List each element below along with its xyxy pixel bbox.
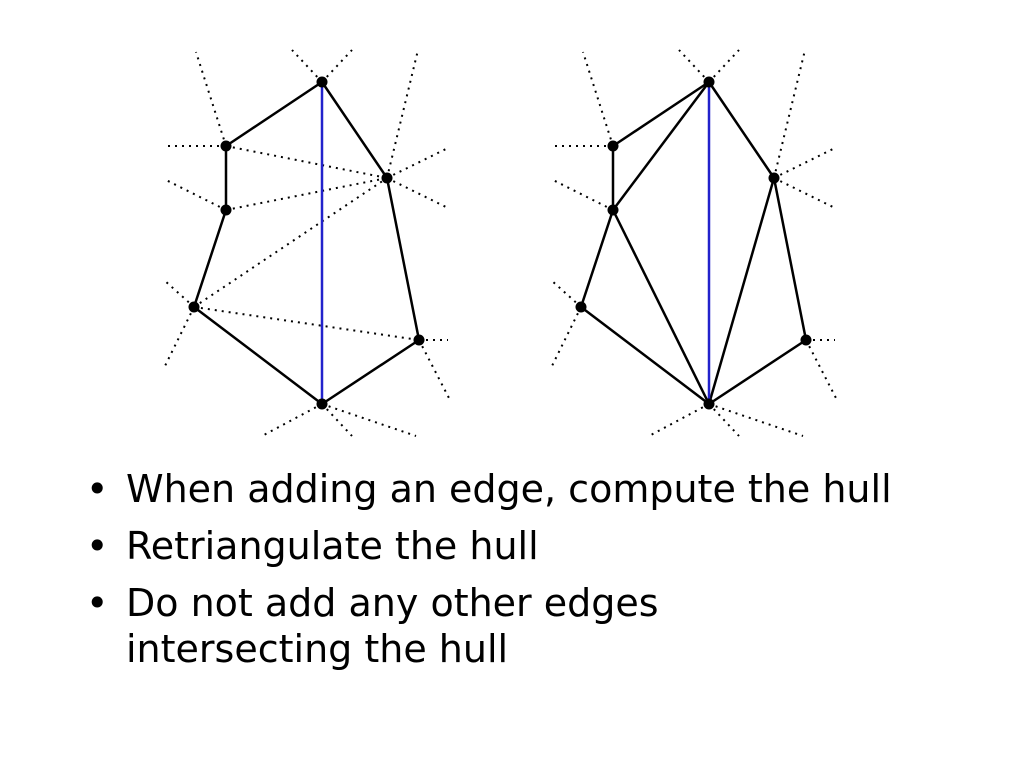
retriangulation-edges [611,81,776,405]
vertices [188,76,425,410]
panel-before [163,49,451,437]
edge-insertion-diagram [163,49,838,437]
vertex [800,334,812,346]
panel-after [550,49,838,437]
vertex [188,301,200,313]
vertex [316,76,328,88]
bullet-item: Do not add any other edges intersecting … [86,580,726,672]
vertex [768,172,780,184]
bullet-list: When adding an edge, compute the hull Re… [86,466,966,683]
vertex [703,76,715,88]
vertex [607,140,619,152]
hull-polygon [579,80,808,406]
dotted-intersecting-edges [193,145,420,341]
vertex [607,204,619,216]
vertex [575,301,587,313]
vertex [316,398,328,410]
hull-polygon [192,80,421,406]
bullet-item: Retriangulate the hull [86,523,966,569]
vertex [220,140,232,152]
vertex [413,334,425,346]
dotted-outer-edges [550,49,838,437]
vertices [575,76,812,410]
vertex [220,204,232,216]
vertex [381,172,393,184]
vertex [703,398,715,410]
bullet-item: When adding an edge, compute the hull [86,466,966,512]
dotted-outer-edges [163,49,451,437]
